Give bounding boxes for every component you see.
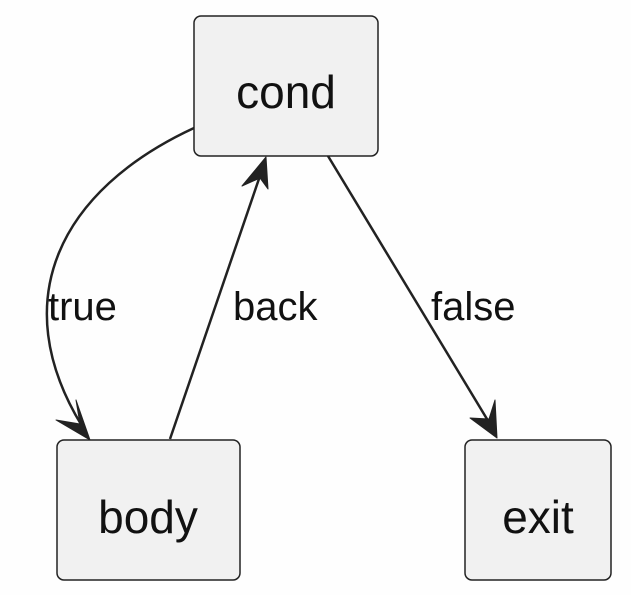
node-body-box [56,439,241,581]
edge-false-arrowhead [469,399,498,439]
node-exit-box [464,439,612,581]
edge-back-line [168,169,264,440]
node-body: body [56,439,241,581]
node-cond: cond [193,15,379,157]
edge-false-label: false [431,285,516,329]
edge-true-arrowhead [55,399,91,441]
node-exit-label: exit [502,491,574,543]
edge-back-arrowhead [241,156,269,190]
edge-true-line [45,126,195,427]
edge-back-label: back [233,285,318,329]
node-exit: exit [464,439,612,581]
edge-false-line [326,155,492,425]
node-cond-box [193,15,379,157]
node-cond-label: cond [236,66,336,118]
edge-true-label: true [48,285,117,329]
edge-true: true [45,126,195,441]
edge-false: false [326,155,516,439]
node-body-label: body [98,491,198,543]
edge-back: back [168,156,318,440]
